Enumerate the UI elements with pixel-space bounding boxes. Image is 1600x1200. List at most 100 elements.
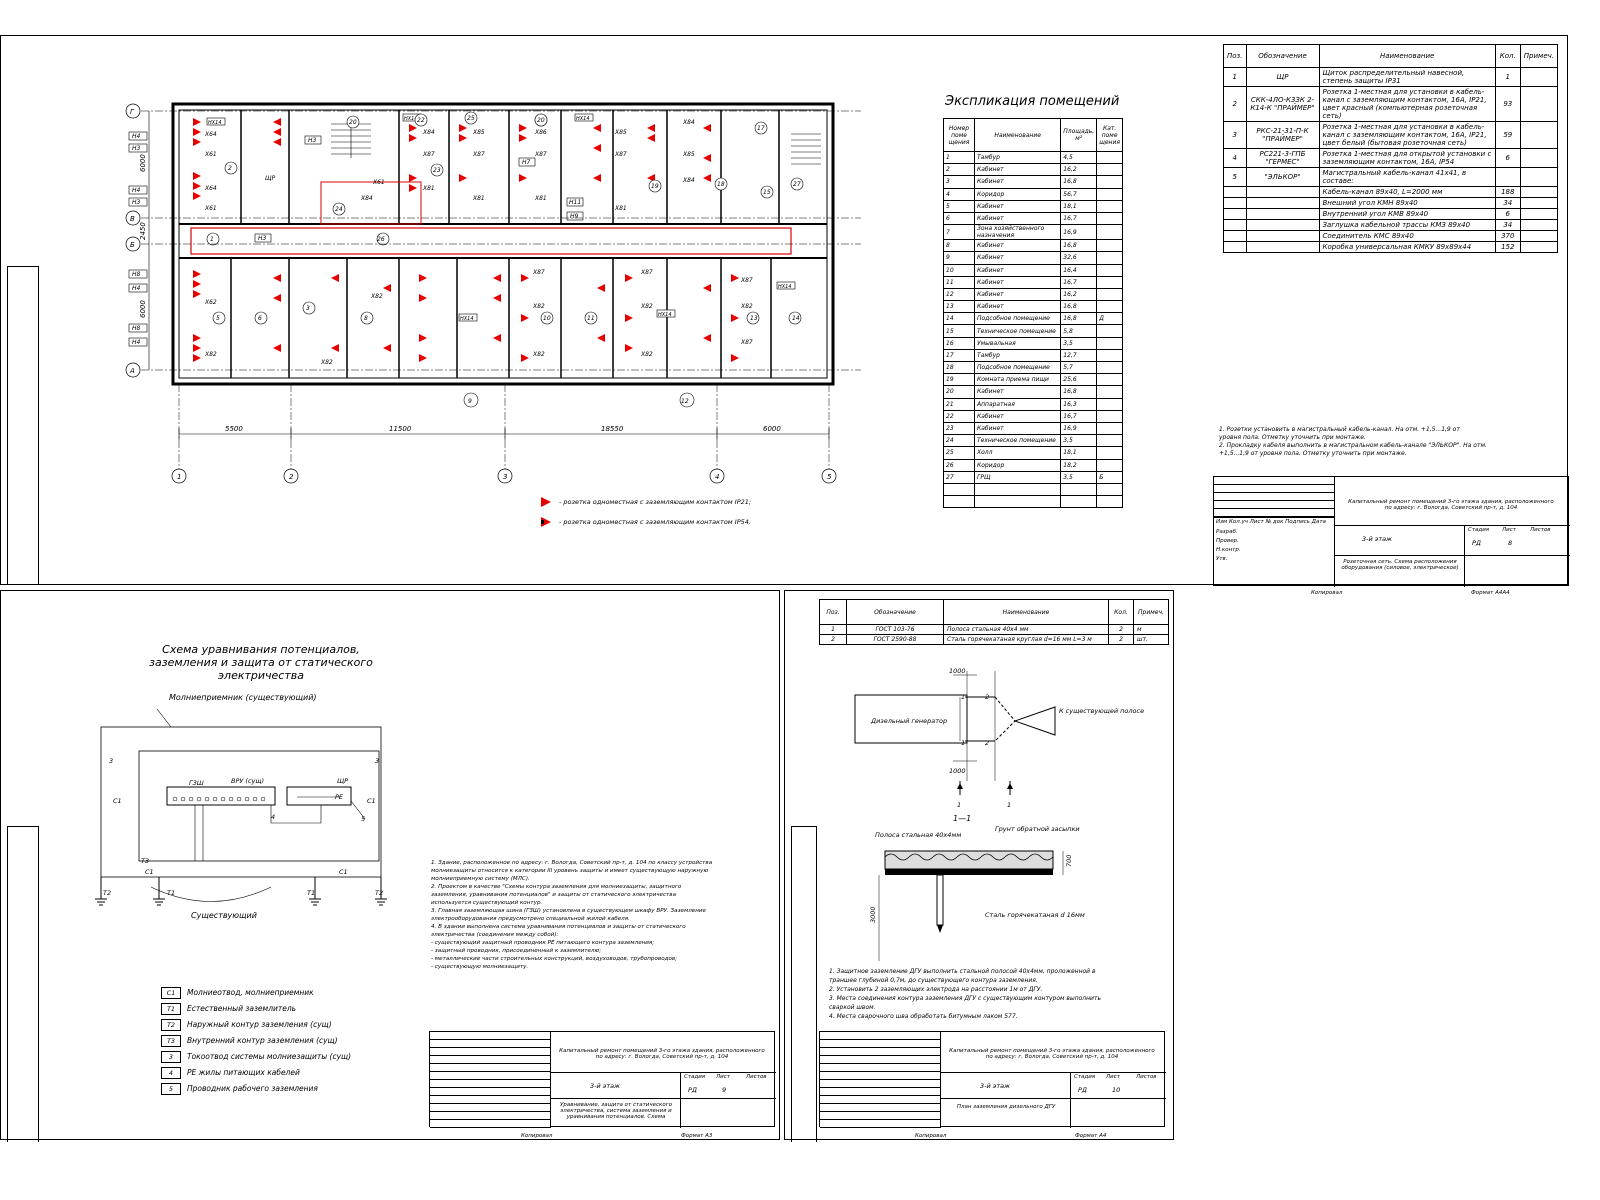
room-name: Коридор (973, 187, 1062, 201)
stamp-format: Формат А4А4 (1471, 590, 1510, 596)
room-n: 26 (943, 458, 975, 472)
spec-code (1245, 186, 1320, 198)
spec-code: РС221-3-ГПБ "ГЕРМЕС" (1245, 148, 1320, 168)
room-cat (1096, 348, 1123, 363)
room-name: Аппаратная (973, 397, 1062, 411)
stamp-copied: Копировал (1311, 590, 1343, 596)
spec-col-qty: Кол. (1108, 599, 1134, 625)
spec-qty (1494, 167, 1521, 187)
spec-code: ГОСТ 103-76 (846, 624, 944, 635)
spec-note (1519, 230, 1559, 242)
room-area: 3,5 (1060, 434, 1098, 448)
room-n: 14 (943, 312, 975, 326)
svg-text:9: 9 (468, 398, 472, 405)
svg-text:Х64: Х64 (204, 185, 217, 192)
room-cat (1096, 239, 1123, 253)
sheet3-notes: 1. Защитное заземление ДГУ выполнить ста… (829, 968, 1101, 1020)
stamp-stage-hdr: Стадия (1468, 527, 1490, 533)
svg-text:Х81: Х81 (614, 205, 627, 212)
expl-col-area: Площадь, м² (1060, 118, 1098, 152)
svg-text:2: 2 (985, 739, 989, 747)
room-n: 3 (943, 175, 975, 189)
room-cat (1096, 211, 1123, 226)
spec-col-note: Примеч. (1519, 44, 1559, 68)
svg-text:Х61: Х61 (204, 151, 217, 158)
room-name: Кабинет (973, 199, 1062, 213)
axis-bottom-label: 1 (177, 473, 181, 481)
dgu-label: Дизельный генератор (870, 717, 947, 725)
stamp-floor: 3-й этаж (1362, 535, 1392, 543)
room-n: 22 (943, 409, 975, 423)
explication-table: Номер поме щения Наименование Площадь, м… (943, 118, 1123, 509)
stamp-sheet: 8 (1508, 539, 1513, 547)
svg-text:Х85: Х85 (472, 129, 485, 136)
svg-text:Х82: Х82 (370, 293, 383, 300)
dgu-plan: Дизельный генератор 1000 1000 К существу… (854, 667, 1145, 961)
room-n: 9 (943, 251, 975, 265)
room-name: Кабинет (973, 385, 1062, 399)
stamp-title: Розеточная сеть. Схема расположения обор… (1341, 559, 1459, 571)
stamp-title: План заземления дизельного ДГУ (956, 1104, 1056, 1110)
strip-label: Полоса стальная 40х4мм (875, 831, 961, 839)
room-n: 7 (943, 224, 975, 241)
svg-text:Н7: Н7 (522, 159, 531, 166)
room-name: Кабинет (973, 421, 1062, 436)
room-n: 6 (943, 211, 975, 226)
stamp-sheet-hdr: Лист (1106, 1074, 1120, 1080)
sheet-dgu-grounding: Поз. Обозначение Наименование Кол. Приме… (784, 590, 1174, 1142)
room-area: 56,7 (1060, 187, 1098, 201)
room-area: 16,7 (1060, 211, 1098, 226)
room-name: Кабинет (973, 263, 1062, 277)
spec-row: 5"ЭЛЬКОР"Магистральный кабель-канал 41х4… (1223, 167, 1559, 187)
spec-pos: 5 (1223, 167, 1247, 187)
room-n: 11 (943, 275, 975, 289)
room-cat (1096, 373, 1123, 387)
spec-code: СКК-4ЛО-К3ЗК 2-К14-К "ПРАЙМЕР" (1245, 86, 1320, 122)
svg-text:НХ14: НХ14 (460, 316, 474, 322)
socket-ip21-icon (541, 497, 551, 507)
svg-text:1: 1 (957, 801, 961, 809)
expl-col-name: Наименование (973, 118, 1062, 152)
stamp-project: Капитальный ремонт помещений 3-го этажа … (559, 1048, 765, 1060)
spec-note (1519, 167, 1559, 187)
stamp-copied: Копировал (915, 1133, 947, 1139)
svg-text:Х87: Х87 (472, 151, 485, 158)
svg-text:С1: С1 (339, 868, 348, 876)
room-n: 4 (943, 187, 975, 201)
spec-note (1519, 197, 1559, 209)
room-cat (1096, 251, 1123, 265)
label-vru: ВРУ (сущ) (231, 777, 264, 785)
room-cat (1096, 336, 1123, 350)
spec-note (1519, 241, 1559, 253)
dim-2: 11500 (389, 425, 412, 433)
dim-left-2: 2450 (139, 222, 147, 240)
stamp-floor: 3-й этаж (590, 1082, 620, 1090)
svg-text:18: 18 (717, 181, 725, 188)
label-h4: Н4 (132, 285, 141, 292)
room-cat (1096, 263, 1123, 277)
svg-text:12: 12 (681, 398, 689, 405)
spec-pos: 4 (1223, 148, 1247, 168)
stamp-floor: 3-й этаж (980, 1082, 1010, 1090)
sheet2-notes: 1. Здание, расположенное по адресу: г. В… (431, 860, 713, 970)
svg-text:26: 26 (377, 236, 385, 243)
stamp-sheets-hdr: Листов (1136, 1074, 1157, 1080)
